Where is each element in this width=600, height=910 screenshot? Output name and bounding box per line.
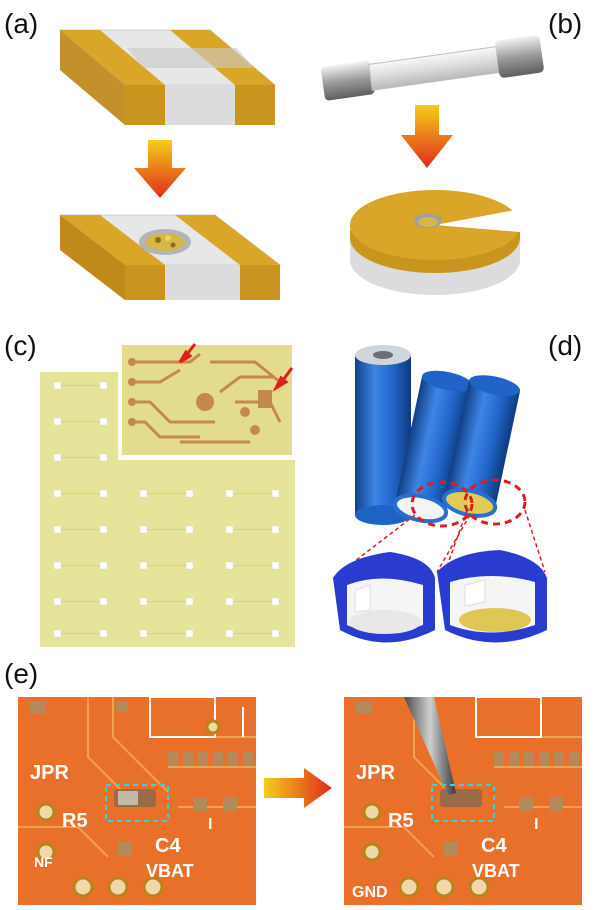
pcb-label-nf: NF xyxy=(34,854,53,870)
fuse-highlight-box xyxy=(105,784,169,822)
transition-arrow-e xyxy=(262,768,334,808)
tilted-battery-left xyxy=(393,370,474,524)
tilted-battery-right xyxy=(442,375,521,518)
panel-label-e: (e) xyxy=(4,658,39,689)
cylindrical-battery-illustration xyxy=(332,345,547,643)
highlight-circle xyxy=(410,480,474,528)
standing-battery xyxy=(355,345,411,525)
pcb-photo-before: JPR R5 C4 NF VBAT I xyxy=(18,697,256,905)
pcb-photo-after: JPR R5 C4 VBAT GND I xyxy=(344,697,582,905)
pcb-label-jpr: JPR xyxy=(30,762,69,784)
fr4-fuse-array xyxy=(40,342,295,647)
intact-glass-fuse xyxy=(321,35,544,101)
red-pointer-arrow xyxy=(272,367,294,392)
chip-resistor-illustration xyxy=(58,29,282,300)
fuse-array-grid xyxy=(53,381,280,638)
pcb-label-ic: I xyxy=(534,816,538,833)
pcb-inset-photo xyxy=(118,342,295,460)
damaged-cylindrical-fuse xyxy=(350,190,523,295)
red-pointer-arrow xyxy=(178,343,197,364)
pcb-label-c4: C4 xyxy=(155,835,181,857)
probe-tip xyxy=(404,697,456,795)
pcb-label-vbat: VBAT xyxy=(472,861,520,881)
pcb-label-r5: R5 xyxy=(388,810,414,832)
panel-d xyxy=(325,340,550,655)
panel-a xyxy=(40,10,290,315)
cartridge-fuse-illustration xyxy=(321,35,544,295)
panel-c xyxy=(40,342,295,647)
pcb-label-c4: C4 xyxy=(481,835,507,857)
pcb-label-jpr: JPR xyxy=(356,762,395,784)
pcb-label-vbat: VBAT xyxy=(146,861,194,881)
panel-label-d: (d) xyxy=(548,330,583,361)
pcb-label-r5: R5 xyxy=(62,810,88,832)
transform-arrow-b xyxy=(401,105,453,168)
battery-cutaway-right xyxy=(437,550,547,643)
panel-label-b: (b) xyxy=(548,8,583,39)
panel-label-c: (c) xyxy=(4,330,37,361)
panel-b xyxy=(310,10,550,315)
pcb-label-gnd: GND xyxy=(352,884,388,901)
fuse-highlight-box xyxy=(431,784,495,822)
highlight-circle xyxy=(463,478,527,526)
panel-label-a: (a) xyxy=(4,8,39,39)
intact-chip-resistor xyxy=(58,29,277,125)
transform-arrow-a xyxy=(134,140,186,198)
panel-e-after: JPR R5 C4 VBAT GND I xyxy=(344,697,582,905)
panel-e-before: JPR R5 C4 NF VBAT I xyxy=(18,697,256,905)
battery-cutaway-left xyxy=(333,552,435,643)
pcb-label-ic: I xyxy=(208,816,212,833)
damaged-chip-resistor xyxy=(58,214,282,300)
